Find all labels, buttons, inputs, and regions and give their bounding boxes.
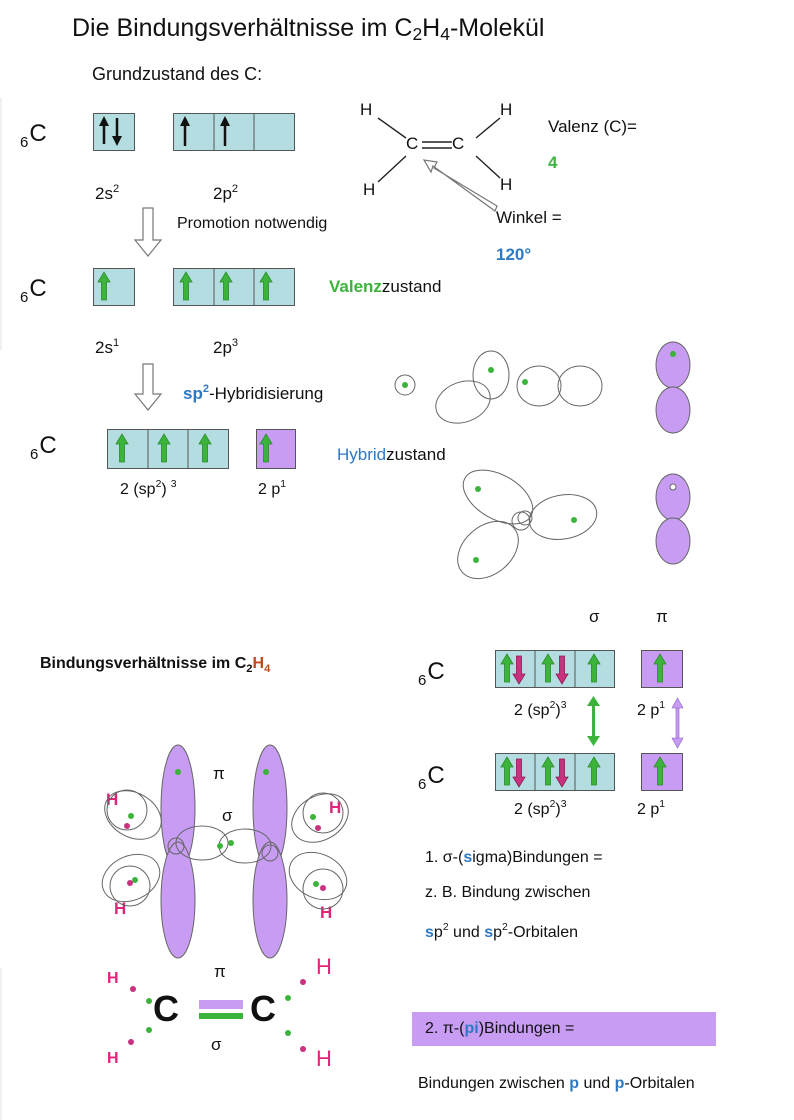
angle-pointer-arrow [422,159,498,212]
molecule-h-top-right: H [500,100,513,119]
bonding-magenta-dots [124,823,326,891]
formula-h-top-right: H [316,954,332,979]
formula-pi-bond [199,1000,243,1009]
formula-c-right: C [250,988,276,1029]
p-orbital-hybrid [655,473,691,565]
orbital-box-2s-ground [93,113,135,151]
sp2-orbital-sketch [457,469,598,580]
valence-state-label: Valenzzustand [329,277,442,296]
valence-c-value: 4 [548,153,558,172]
orbital-box-sp2-hybrid [107,429,229,469]
hybrid-state-label: Hybridzustand [337,445,446,464]
pi-bond-explanation: Bindungen zwischen p und p-Orbitalen [418,1075,695,1092]
pi-coupling-arrow [671,697,684,749]
bonding-green-dots [128,769,319,887]
pi-header: π [656,607,668,626]
bonding-section-title: Bindungsverhältnisse im C2H4 [40,655,271,675]
formula-h-bottom-right: H [316,1046,332,1071]
label-sp2-bond-1: 2 (sp2)3 [514,700,567,719]
promotion-arrow [133,207,163,257]
electron-arrows-ground [99,116,230,146]
formula-h-bottom-left: H [107,1050,119,1067]
label-2s2: 2s2 [95,183,120,203]
h-atom-bottom-left: H [114,899,127,918]
bonding-overlap-picture [101,744,349,959]
carbon-symbol-ground: 6C [20,120,47,151]
label-2s1: 2s1 [95,337,120,357]
pi-definition-highlight [412,1012,716,1046]
sigma-header: σ [589,607,600,626]
ethylene-structure [377,117,501,183]
orbital-box-2s-valence [93,268,135,306]
electron-arrows-green [97,271,667,786]
carbon-symbol-valence: 6C [20,275,47,306]
hybridization-arrow [133,363,163,411]
formula-green-dots [146,995,291,1036]
label-p1-bond-1: 2 p1 [637,700,666,719]
label-sp2-hybrid: 2 (sp2)3 [120,479,177,498]
p-orbital-upright [655,341,691,434]
sigma-label-orbitals: σ [222,806,233,825]
pi-bond-definition: 2. π-(pi)Bindungen = [425,1020,575,1037]
carbon-symbol-bond-2: 6C [418,762,445,793]
formula-sigma-bond [199,1013,243,1019]
sigma-label-formula: σ [211,1035,222,1054]
label-2p3: 2p3 [213,337,239,357]
pi-label-formula: π [214,962,226,981]
orbital-sketch-dots [402,367,528,388]
carbon-symbol-hybrid: 6C [30,432,57,463]
sigma-coupling-arrow [587,696,600,746]
promotion-label: Promotion notwendig [177,215,328,232]
molecule-c-left: C [406,134,419,153]
label-p1-bond-2: 2 p1 [637,799,666,818]
molecule-h-bottom-right: H [500,175,513,194]
label-sp2-bond-2: 2 (sp2)3 [514,799,567,818]
angle-label: Winkel = [496,208,562,227]
label-2p2: 2p2 [213,183,239,203]
formula-h-top-left: H [107,970,119,987]
valence-c-label: Valenz (C)= [548,117,637,136]
orbital-box-p-hybrid [256,429,296,469]
h-atom-top-left: H [106,790,119,809]
orbital-box-2p-valence [173,268,295,306]
angle-value: 120° [496,245,532,264]
electron-arrows-magenta [512,655,569,788]
sp2-hybridization-label: sp2-Hybridisierung [183,383,324,403]
sigma-bond-definition: 1. σ-(sigma)Bindungen = [425,849,603,866]
sigma-bond-orbitals: sp2 und sp2-Orbitalen [425,922,579,941]
pi-label-orbitals: π [213,764,225,783]
molecule-h-top-left: H [360,100,373,119]
h-atom-top-right: H [329,798,342,817]
carbon-symbol-bond-1: 6C [418,658,445,689]
label-p1-hybrid: 2 p1 [258,479,287,498]
molecule-h-bottom-left: H [363,180,376,199]
orbital-box-2p-ground [173,113,295,151]
molecule-c-right: C [452,134,465,153]
formula-c-left: C [153,988,179,1029]
ground-state-label: Grundzustand des C: [92,64,263,84]
page-title: Die Bindungsverhältnisse im C2H4-Molekül [72,14,545,44]
formula-magenta-dots [128,979,306,1052]
sigma-bond-example: z. B. Bindung zwischen [425,884,591,901]
orbital-sketch-sp [394,350,603,424]
